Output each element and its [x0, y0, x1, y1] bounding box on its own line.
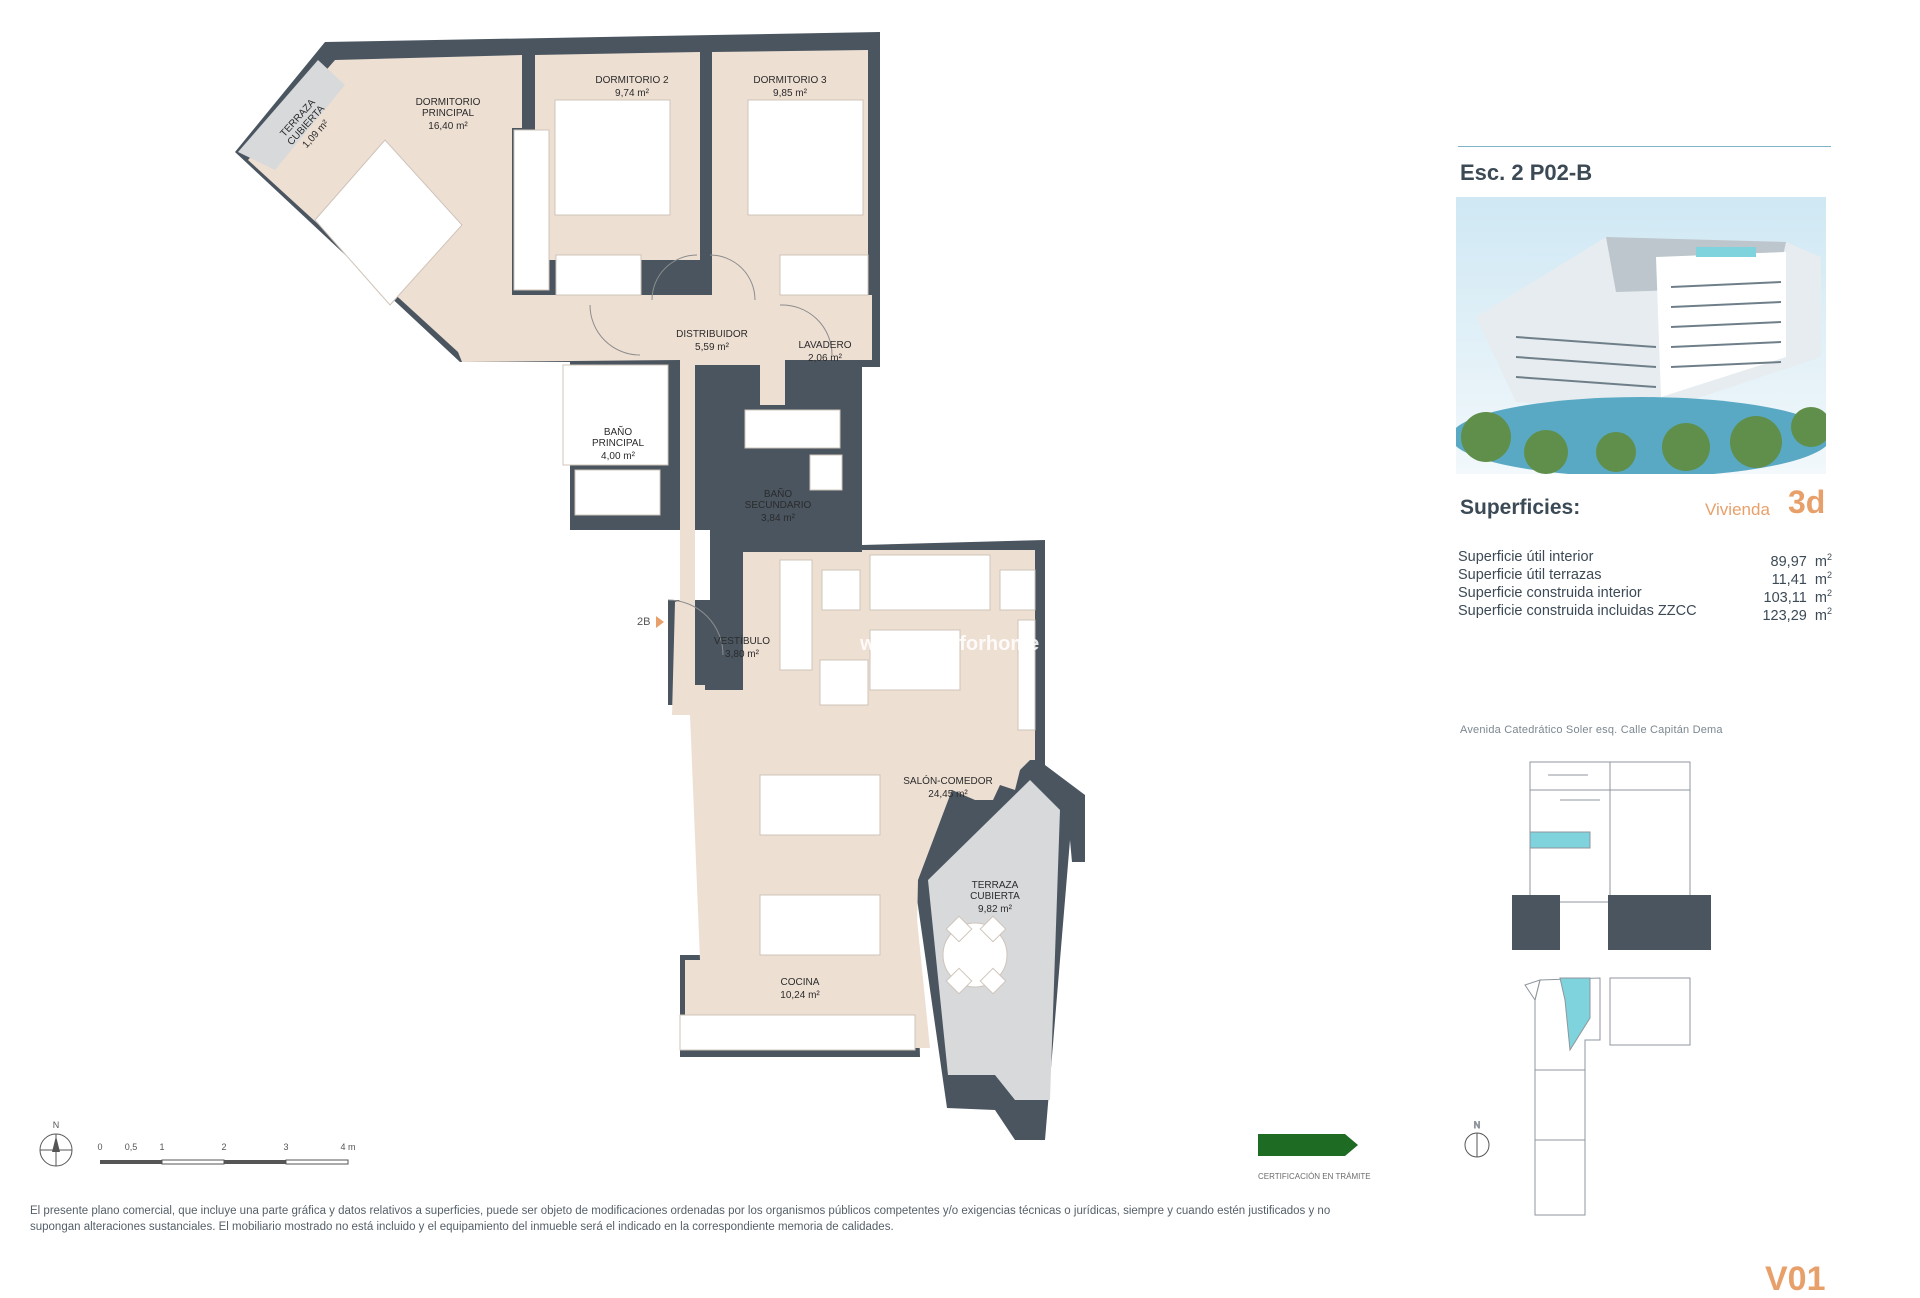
svg-text:9,82 m²: 9,82 m²	[978, 904, 1013, 915]
watermark: www.inmoforhome	[859, 633, 1039, 655]
svg-text:9,85 m²: 9,85 m²	[773, 88, 808, 99]
room-label-9: SALÓN-COMEDOR 24,45 m²	[903, 774, 992, 800]
sidebar-divider	[1458, 146, 1831, 147]
disclaimer-text: El presente plano comercial, que incluye…	[30, 1205, 1331, 1233]
superficies-title: Superficies:	[1460, 496, 1581, 519]
area-label: Superficie útil interior	[1458, 549, 1594, 565]
svg-text:9,74 m²: 9,74 m²	[615, 88, 650, 99]
vivienda-label: Vivienda	[1705, 500, 1770, 519]
key-plan-floor: N	[1464, 977, 1691, 1216]
svg-text:5,59 m²: 5,59 m²	[695, 342, 730, 353]
area-row: Superficie útil terrazas 11,41 m2	[1458, 566, 1832, 588]
certification-badge	[1258, 1134, 1358, 1156]
svg-text:BAÑO: BAÑO	[604, 425, 633, 438]
scale-tick-label: 0,5	[125, 1142, 138, 1152]
svg-text:PRINCIPAL: PRINCIPAL	[422, 108, 474, 119]
key-plan-building	[1512, 761, 1711, 950]
room-label-8: VESTÍBULO 3,80 m²	[714, 634, 770, 660]
svg-text:SECUNDARIO: SECUNDARIO	[745, 500, 812, 511]
svg-text:BAÑO: BAÑO	[764, 487, 793, 500]
svg-text:2B: 2B	[637, 616, 650, 628]
room-label-11: COCINA 10,24 m²	[780, 977, 820, 1001]
scale-tick-label: 4 m	[340, 1142, 355, 1152]
room-label-5: LAVADERO 2,06 m²	[799, 340, 852, 364]
svg-text:4,00 m²: 4,00 m²	[601, 451, 636, 462]
vivienda-number: 3d	[1788, 484, 1826, 520]
svg-text:3,80 m²: 3,80 m²	[725, 649, 760, 660]
area-value: 89,97 m2	[1770, 552, 1832, 570]
scale-bar: N 0 0,5 1 2 3 4 m	[39, 1120, 356, 1167]
area-row: Superficie útil interior 89,97 m2	[1458, 548, 1832, 570]
area-value: 123,29 m2	[1762, 606, 1832, 624]
svg-text:DORMITORIO 3: DORMITORIO 3	[753, 75, 827, 86]
svg-text:CUBIERTA: CUBIERTA	[970, 891, 1020, 902]
entrance-marker: 2B	[637, 616, 664, 628]
certification-label: CERTIFICACIÓN EN TRÁMITE	[1258, 1172, 1371, 1181]
area-label: Superficie construida interior	[1458, 585, 1642, 601]
svg-text:2,06 m²: 2,06 m²	[808, 353, 843, 364]
svg-text:TERRAZA: TERRAZA	[972, 880, 1019, 891]
svg-text:16,40 m²: 16,40 m²	[428, 121, 468, 132]
area-value: 103,11 m2	[1763, 588, 1832, 606]
area-label: Superficie útil terrazas	[1458, 567, 1602, 583]
area-value: 11,41 m2	[1771, 570, 1832, 588]
areas-table: Superficie útil interior 89,97 m2 Superf…	[1458, 548, 1832, 624]
room-label-4: DISTRIBUIDOR 5,59 m²	[676, 329, 748, 353]
svg-text:3,84 m²: 3,84 m²	[761, 513, 796, 524]
room-label-3: DORMITORIO 3 9,85 m²	[753, 75, 827, 99]
svg-text:LAVADERO: LAVADERO	[799, 340, 852, 351]
svg-text:COCINA: COCINA	[781, 977, 820, 988]
terrace-table	[942, 915, 1008, 995]
scale-tick-label: 0	[97, 1142, 102, 1152]
svg-text:PRINCIPAL: PRINCIPAL	[592, 438, 644, 449]
svg-text:DISTRIBUIDOR: DISTRIBUIDOR	[676, 329, 748, 340]
svg-text:24,45 m²: 24,45 m²	[928, 789, 968, 800]
svg-text:SALÓN-COMEDOR: SALÓN-COMEDOR	[903, 774, 992, 787]
scale-tick-label: 2	[221, 1142, 226, 1152]
svg-text:N: N	[1474, 1120, 1481, 1130]
scale-tick-label: 3	[283, 1142, 288, 1152]
svg-text:DORMITORIO: DORMITORIO	[416, 97, 481, 108]
unit-title: Esc. 2 P02-B	[1460, 160, 1593, 185]
svg-text:10,24 m²: 10,24 m²	[780, 990, 820, 1001]
street-label: Avenida Catedrático Soler esq. Calle Cap…	[1460, 724, 1723, 736]
svg-text:VESTÍBULO: VESTÍBULO	[714, 634, 770, 647]
area-row: Superficie construida interior 103,11 m2	[1458, 584, 1832, 606]
area-row: Superficie construida incluidas ZZCC 123…	[1458, 602, 1832, 624]
building-render	[1456, 197, 1826, 474]
area-label: Superficie construida incluidas ZZCC	[1458, 603, 1697, 619]
room-label-2: DORMITORIO 2 9,74 m²	[595, 75, 669, 99]
svg-text:DORMITORIO 2: DORMITORIO 2	[595, 75, 669, 86]
plan-furniture	[314, 99, 1036, 1051]
page-code: V01	[1765, 1260, 1826, 1298]
svg-text:N: N	[53, 1120, 60, 1130]
door-arcs	[589, 254, 833, 656]
scale-tick-label: 1	[159, 1142, 164, 1152]
